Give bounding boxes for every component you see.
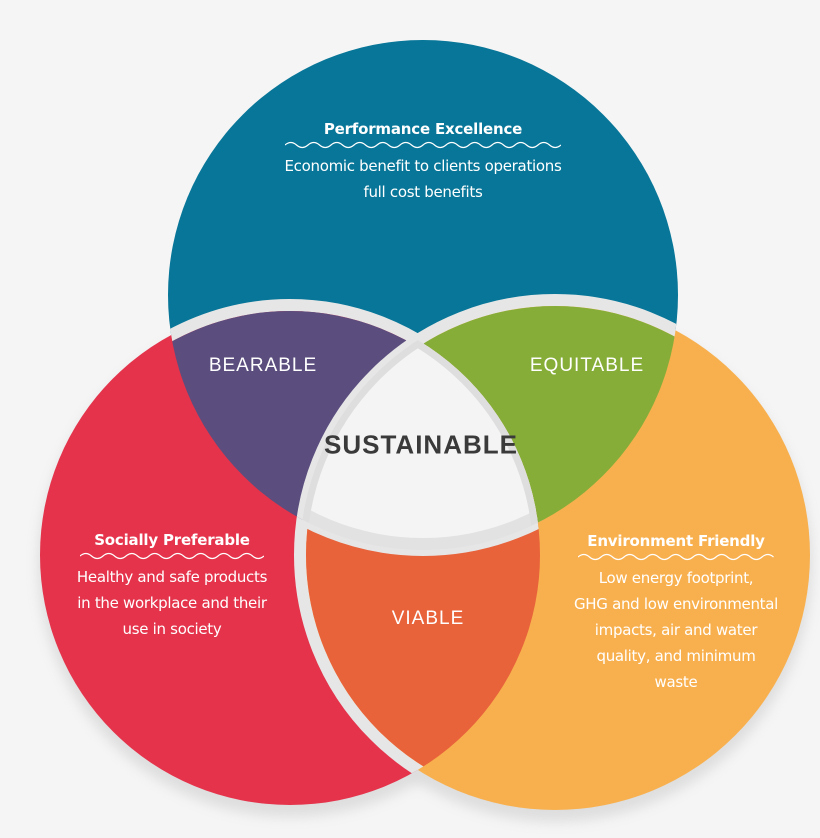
separator-left <box>294 305 540 805</box>
socially-preferable-line-3: use in society <box>122 620 222 638</box>
environment-friendly-line-2: GHG and low environmental <box>573 595 779 613</box>
environment-friendly-line-1: Low energy footprint, <box>598 569 754 587</box>
socially-preferable-line-2: in the workplace and their <box>77 594 267 612</box>
performance-excellence-line-1: Economic benefit to clients operations <box>284 157 562 175</box>
performance-excellence-line-2: full cost benefits <box>363 183 483 201</box>
wavy-divider-icon <box>578 553 774 561</box>
separator-top <box>168 294 678 550</box>
wavy-divider-icon <box>80 552 264 560</box>
environment-friendly-block: Environment Friendly Low energy footprin… <box>548 532 804 695</box>
socially-preferable-heading: Socially Preferable <box>94 531 250 549</box>
environment-friendly-line-4: quality, and minimum <box>596 647 756 665</box>
performance-excellence-heading: Performance Excellence <box>323 120 523 138</box>
wavy-divider-icon <box>285 141 561 149</box>
bearable-label: BEARABLE <box>208 355 318 376</box>
socially-preferable-line-1: Healthy and safe products <box>76 568 268 586</box>
sustainable-center-label: SUSTAINABLE <box>324 429 518 460</box>
environment-friendly-line-3: impacts, air and water <box>594 621 758 639</box>
viable-label: VIABLE <box>391 608 465 629</box>
equitable-label: EQUITABLE <box>529 355 645 376</box>
performance-excellence-block: Performance Excellence Economic benefit … <box>243 120 603 205</box>
environment-friendly-heading: Environment Friendly <box>587 532 765 550</box>
environment-friendly-line-5: waste <box>654 673 698 691</box>
socially-preferable-block: Socially Preferable Healthy and safe pro… <box>52 531 292 642</box>
